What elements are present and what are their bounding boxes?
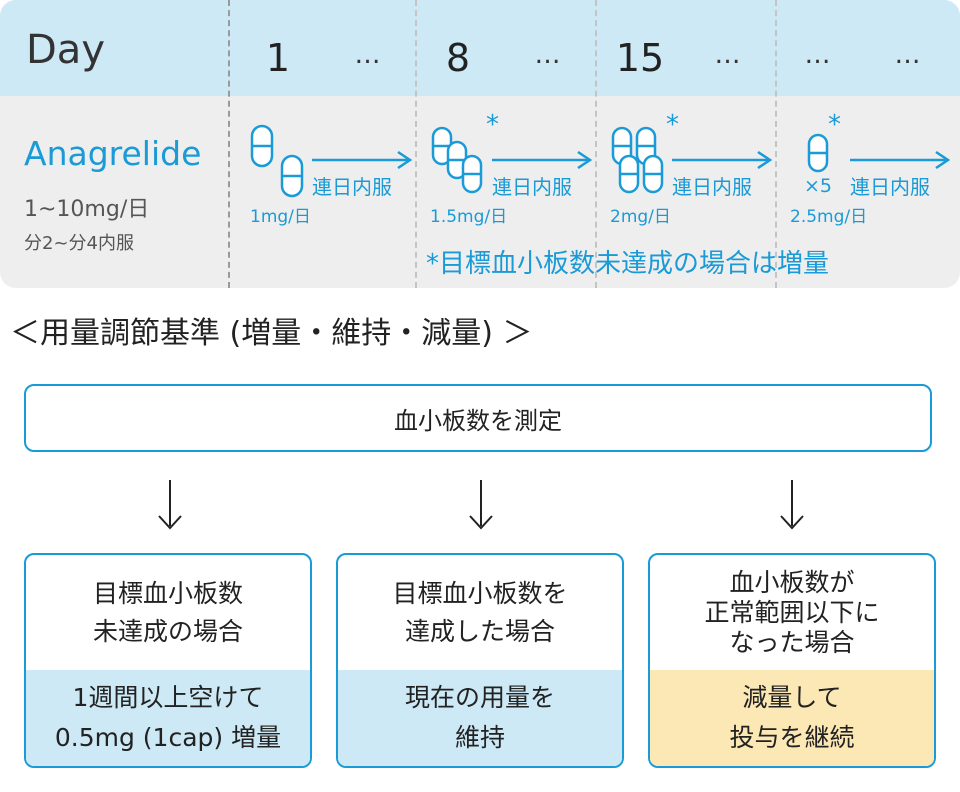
- capsule-icon: [250, 124, 304, 198]
- drug-column-divider: [228, 0, 230, 288]
- ellipsis: …: [354, 40, 382, 70]
- capsule-icon: [611, 126, 664, 194]
- card-action: 現在の用量を 維持: [338, 670, 622, 766]
- card-action: 減量して 投与を継続: [650, 670, 934, 766]
- daily-dosing-label: 連日内服: [850, 175, 930, 199]
- condition-line: 未達成の場合: [92, 616, 243, 646]
- daily-dosing-label: 連日内服: [672, 175, 752, 199]
- maintain-card: 目標血小板数を 達成した場合 現在の用量を 維持: [336, 553, 624, 768]
- dose-range: 1~10mg/日: [24, 197, 150, 222]
- increase-footnote: *目標血小板数未達成の場合は増量: [426, 249, 830, 279]
- increase-marker: *: [666, 110, 679, 140]
- action-line: 投与を継続: [729, 723, 855, 752]
- action-line: 維持: [454, 723, 505, 752]
- card-condition: 血小板数が 正常範囲以下に なった場合: [650, 555, 934, 670]
- day-number: 1: [265, 36, 291, 80]
- condition-line: 達成した場合: [404, 616, 555, 646]
- capsule-multiplier: ×5: [804, 175, 833, 197]
- ellipsis: …: [894, 40, 922, 70]
- capsule-group-icon: [611, 126, 664, 194]
- day-number: 8: [445, 36, 471, 80]
- increase-card: 目標血小板数 未達成の場合 1週間以上空けて 0.5mg (1cap) 増量: [24, 553, 312, 768]
- measure-platelets-box: 血小板数を測定: [24, 384, 932, 452]
- card-action: 1週間以上空けて 0.5mg (1cap) 増量: [26, 670, 310, 766]
- arrow-right-icon: [492, 150, 593, 170]
- ellipsis: …: [714, 40, 742, 70]
- daily-dosing-label: 連日内服: [492, 175, 572, 199]
- arrow-right-icon: [672, 150, 773, 170]
- arrow-down-icon: [158, 480, 182, 530]
- criteria-title: ＜用量調節基準 (増量・維持・減量) ＞: [10, 316, 533, 351]
- day-number: 15: [615, 36, 665, 80]
- schedule-background: [0, 0, 960, 288]
- dose-label: 2.5mg/日: [790, 207, 868, 227]
- capsule-icon: [807, 133, 829, 173]
- dose-label: 1.5mg/日: [430, 207, 508, 227]
- arrow-down-icon: [469, 480, 493, 530]
- ellipsis: …: [534, 40, 562, 70]
- capsule-icon: [431, 126, 483, 194]
- dosing-schedule: Day 1 8 15 … … … … … Anagrelide 1~10mg/日…: [0, 0, 960, 288]
- dose-label: 2mg/日: [610, 207, 671, 227]
- arrow-right-icon: [312, 150, 413, 170]
- week-divider-2: [595, 0, 597, 288]
- day-label: Day: [26, 27, 105, 73]
- ellipsis: …: [804, 40, 832, 70]
- dose-label: 1mg/日: [250, 207, 311, 227]
- card-condition: 目標血小板数を 達成した場合: [338, 555, 622, 670]
- drug-name: Anagrelide: [24, 134, 202, 173]
- arrow-right-icon: [850, 150, 951, 170]
- action-line: 1週間以上空けて: [72, 683, 264, 712]
- administration-frequency: 分2~分4内服: [24, 233, 134, 254]
- arrow-down-icon: [780, 480, 804, 530]
- capsule-group-icon: [431, 126, 483, 194]
- action-line: 0.5mg (1cap) 増量: [54, 723, 282, 752]
- condition-line: 目標血小板数を: [392, 578, 568, 608]
- action-line: 減量して: [742, 683, 842, 712]
- card-condition: 目標血小板数 未達成の場合: [26, 555, 310, 670]
- week-divider-1: [415, 0, 417, 288]
- measure-label: 血小板数を測定: [394, 406, 562, 435]
- condition-line: 血小板数が: [729, 567, 855, 597]
- week-divider-3: [775, 0, 777, 288]
- action-line: 現在の用量を: [404, 683, 555, 712]
- increase-marker: *: [828, 110, 841, 140]
- decrease-card: 血小板数が 正常範囲以下に なった場合 減量して 投与を継続: [648, 553, 936, 768]
- day-header-row: [0, 0, 960, 96]
- daily-dosing-label: 連日内服: [312, 175, 392, 199]
- condition-line: 正常範囲以下に: [704, 597, 880, 627]
- condition-line: 目標血小板数: [92, 578, 243, 608]
- condition-line: なった場合: [729, 627, 855, 657]
- increase-marker: *: [486, 110, 499, 140]
- capsule-group-icon: [250, 124, 304, 198]
